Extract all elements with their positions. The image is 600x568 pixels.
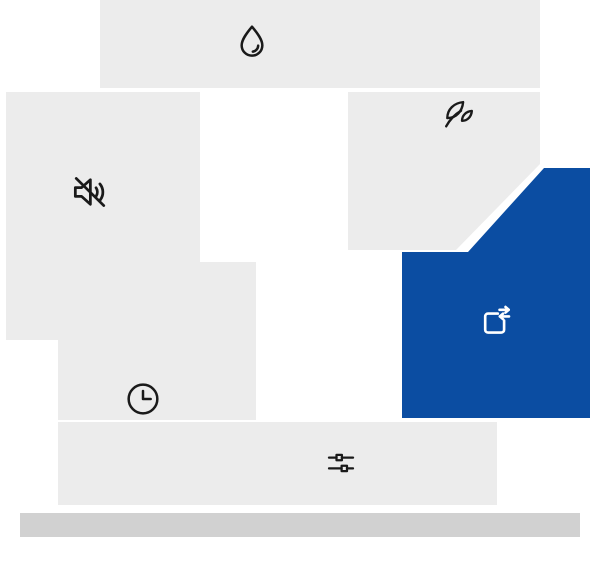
tile-time[interactable] bbox=[58, 262, 256, 420]
clock-icon bbox=[127, 383, 159, 415]
tile-water[interactable] bbox=[100, 0, 540, 88]
leaves-icon bbox=[444, 100, 474, 128]
tile-settings[interactable] bbox=[58, 422, 497, 505]
sliders-icon bbox=[327, 453, 355, 473]
water-drop-icon bbox=[240, 25, 264, 57]
speaker-mute-icon bbox=[73, 177, 106, 207]
footer-bar bbox=[20, 513, 580, 537]
door-arrows-icon bbox=[483, 305, 511, 334]
